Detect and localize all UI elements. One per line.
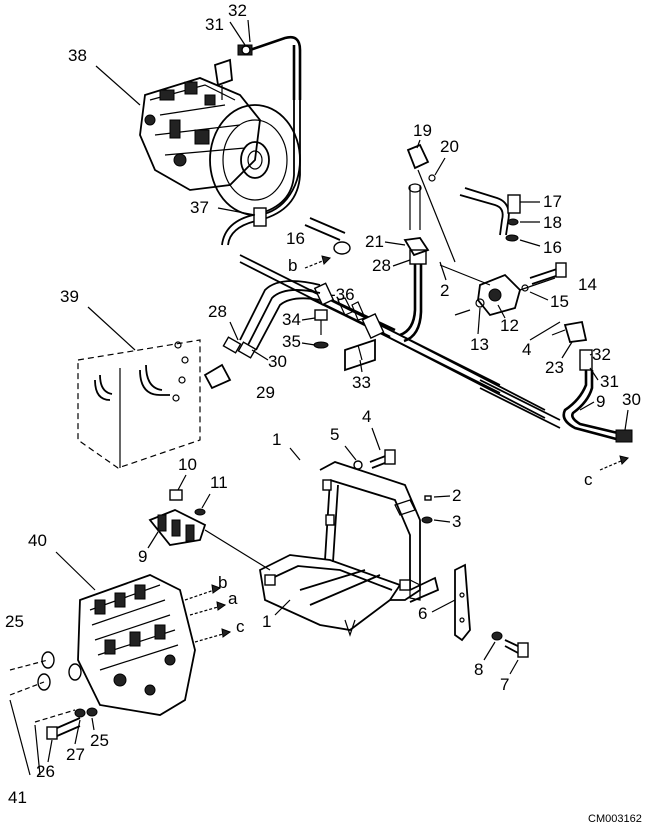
ref-b-valve: b — [218, 573, 227, 592]
label-37: 37 — [190, 198, 209, 217]
label-30-right: 30 — [622, 390, 641, 409]
label-31-right: 31 — [600, 372, 619, 391]
manifold-9 — [148, 489, 271, 571]
pipe-36 — [309, 282, 396, 339]
fitting-23 — [551, 320, 588, 343]
hose-28-right — [399, 249, 427, 343]
ref-arrow-c-right — [599, 455, 629, 471]
valve-block-12 — [439, 264, 556, 317]
label-28-right: 28 — [372, 256, 391, 275]
label-35: 35 — [282, 332, 301, 351]
frame-rails — [239, 254, 561, 429]
washer-2-3 — [421, 495, 433, 524]
label-16-left: 16 — [286, 229, 305, 248]
part-labels: 31 32 38 37 19 20 17 18 16 16 21 b 28 2 … — [5, 1, 642, 825]
ref-arrow-c-valve — [194, 628, 232, 643]
bolt-26 — [46, 707, 98, 740]
ref-arrow-b-valve — [184, 584, 222, 601]
label-26: 26 — [36, 762, 55, 781]
label-10: 10 — [178, 455, 197, 474]
label-21: 21 — [365, 232, 384, 251]
label-36: -36 — [330, 285, 355, 304]
label-41: 41 — [8, 788, 27, 807]
label-32-top: 32 — [228, 1, 247, 20]
label-29: 29 — [256, 383, 275, 402]
label-20: 20 — [440, 137, 459, 156]
label-40: 40 — [28, 531, 47, 550]
label-31-top: 31 — [205, 15, 224, 34]
ref-arrow-a-valve — [189, 601, 227, 616]
label-12: 12 — [500, 316, 519, 335]
label-28-left: 28 — [208, 302, 227, 321]
ref-c-right: c — [584, 470, 593, 489]
label-1-bottom: 1 — [262, 612, 271, 631]
label-1-top: 1 — [272, 430, 281, 449]
label-25-left: 25 — [5, 612, 24, 631]
label-4-right: 4 — [522, 340, 531, 359]
tank-39-outline — [77, 339, 232, 469]
label-16-right: 16 — [543, 238, 562, 257]
screw-13 — [454, 298, 485, 316]
label-8: 8 — [474, 660, 483, 679]
label-30-left: 30 — [268, 352, 287, 371]
ref-arrow-b-top — [304, 255, 331, 269]
label-15: 15 — [550, 292, 569, 311]
bolt-7-8 — [491, 631, 529, 658]
fitting-19 — [406, 143, 456, 263]
fitting-21 — [403, 237, 430, 257]
control-valve-40 — [37, 574, 196, 716]
label-19: 19 — [413, 121, 432, 140]
label-32-right: 32 — [592, 345, 611, 364]
label-9-left: 9 — [138, 547, 147, 566]
mount-frame-1 — [259, 461, 440, 637]
label-38: 38 — [68, 46, 87, 65]
label-2-top: 2 — [440, 281, 449, 300]
clamp-33 — [344, 338, 376, 372]
bolt-14 — [521, 262, 567, 292]
hydraulic-pump — [139, 58, 301, 216]
tube-16-left — [304, 217, 351, 255]
label-5: 5 — [330, 425, 339, 444]
label-4-top: 4 — [362, 407, 371, 426]
label-6: 6 — [418, 604, 427, 623]
label-9-right: 9 — [596, 392, 605, 411]
lead-lines-41 — [9, 659, 76, 776]
label-2-bottom: 2 — [452, 486, 461, 505]
label-25-bottom: 25 — [90, 731, 109, 750]
ref-a-valve: a — [228, 589, 238, 608]
hose-31-32-top — [237, 35, 302, 100]
ref-c-valve: c — [236, 617, 245, 636]
label-7: 7 — [500, 675, 509, 694]
label-39: 39 — [60, 287, 79, 306]
label-14: 14 — [578, 275, 597, 294]
bolt-34-35 — [313, 309, 329, 349]
pipe-16-right — [459, 187, 521, 242]
label-27: 27 — [66, 745, 85, 764]
label-33: 33 — [352, 373, 371, 392]
label-34: 34 — [282, 310, 301, 329]
ref-b-top: b — [288, 256, 297, 275]
label-23: 23 — [545, 358, 564, 377]
label-11: 11 — [210, 473, 228, 492]
hose-31-32-right — [562, 349, 633, 443]
label-13: 13 — [470, 335, 489, 354]
label-3: 3 — [452, 512, 461, 531]
label-18: 18 — [543, 213, 562, 232]
drawing-code: CM003162 — [588, 813, 642, 825]
hoses-28-30 — [222, 280, 321, 359]
hose-37 — [221, 100, 301, 246]
bolt-4-5 — [353, 449, 396, 470]
label-17: 17 — [543, 192, 562, 211]
plate-6 — [454, 563, 471, 642]
